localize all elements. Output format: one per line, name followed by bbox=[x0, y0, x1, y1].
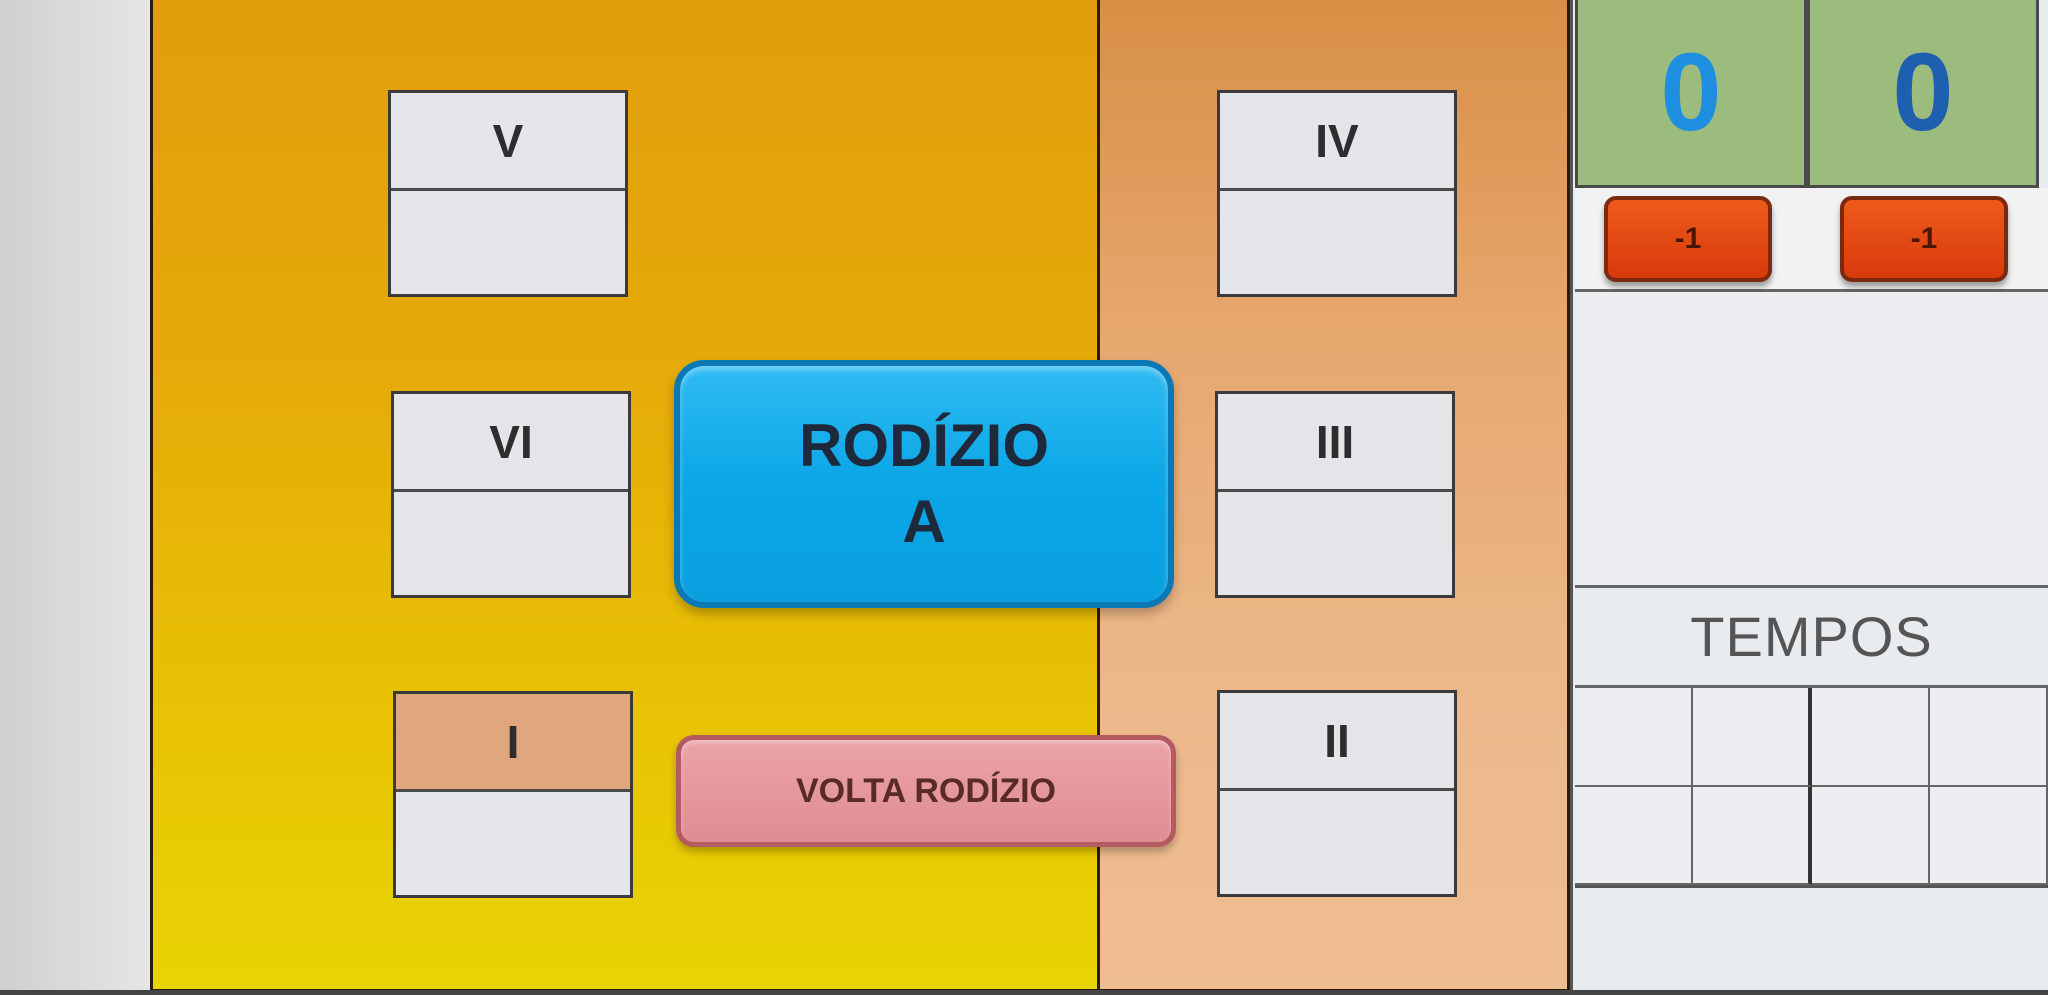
left-margin bbox=[0, 0, 152, 995]
position-iii-player-slot[interactable] bbox=[1218, 492, 1452, 592]
timeout-cell[interactable] bbox=[1811, 786, 1930, 885]
rotation-button-line1: RODÍZIO bbox=[799, 412, 1049, 479]
panel-blank-area bbox=[1575, 292, 2048, 588]
rotation-button[interactable]: RODÍZIO A bbox=[674, 360, 1174, 608]
timeout-cell[interactable] bbox=[1929, 786, 2048, 885]
timeout-cell[interactable] bbox=[1575, 786, 1694, 885]
position-v-player-slot[interactable] bbox=[391, 191, 625, 291]
score-team-a[interactable]: 0 bbox=[1575, 0, 1807, 188]
minus-one-team-a-button[interactable]: -1 bbox=[1604, 196, 1772, 282]
minus-one-team-b-button[interactable]: -1 bbox=[1840, 196, 2008, 282]
timeout-cell[interactable] bbox=[1575, 688, 1694, 787]
timeout-cell[interactable] bbox=[1811, 688, 1930, 787]
bottom-border bbox=[0, 990, 2048, 995]
position-i-label: I bbox=[396, 694, 630, 792]
timeout-cell[interactable] bbox=[1693, 688, 1812, 787]
position-iv-label: IV bbox=[1220, 93, 1454, 191]
timeout-cell[interactable] bbox=[1693, 786, 1812, 885]
position-i-player-slot[interactable] bbox=[396, 792, 630, 892]
timeouts-label: TEMPOS bbox=[1575, 588, 2048, 688]
position-v-card[interactable]: V bbox=[388, 90, 628, 297]
rotation-button-line2: A bbox=[902, 488, 946, 555]
position-vi-card[interactable]: VI bbox=[391, 391, 631, 598]
undo-rotation-button[interactable]: VOLTA RODÍZIO bbox=[676, 735, 1176, 847]
position-ii-player-slot[interactable] bbox=[1220, 791, 1454, 891]
timeouts-grid bbox=[1575, 688, 2048, 888]
position-ii-label: II bbox=[1220, 693, 1454, 791]
score-team-b[interactable]: 0 bbox=[1807, 0, 2039, 188]
position-iv-card[interactable]: IV bbox=[1217, 90, 1457, 297]
position-v-label: V bbox=[391, 93, 625, 191]
position-iii-card[interactable]: III bbox=[1215, 391, 1455, 598]
position-vi-label: VI bbox=[394, 394, 628, 492]
position-i-card[interactable]: I bbox=[393, 691, 633, 898]
position-ii-card[interactable]: II bbox=[1217, 690, 1457, 897]
undo-rotation-label: VOLTA RODÍZIO bbox=[795, 771, 1056, 810]
timeout-cell[interactable] bbox=[1929, 688, 2048, 787]
position-vi-player-slot[interactable] bbox=[394, 492, 628, 592]
position-iv-player-slot[interactable] bbox=[1220, 191, 1454, 291]
position-iii-label: III bbox=[1218, 394, 1452, 492]
